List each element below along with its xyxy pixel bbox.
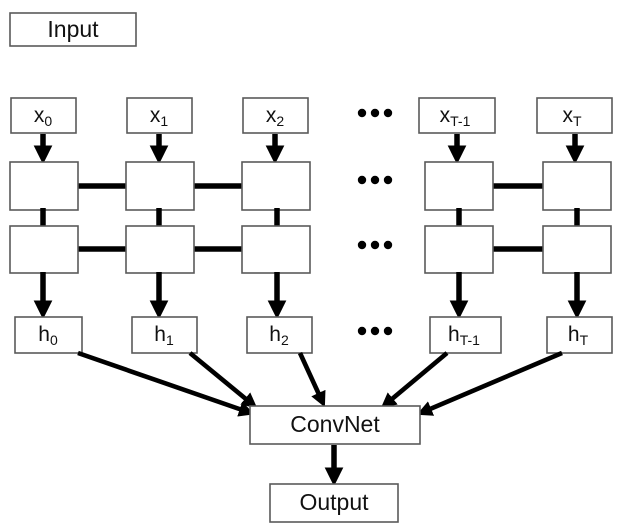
input-node-x1-rect	[126, 97, 193, 134]
ellipsis-row-rnn-layer2	[357, 240, 393, 250]
input-node-xT-1-label: xT-1	[440, 104, 471, 129]
hidden-node-hT-1-rect	[429, 316, 502, 354]
input-node-xT: xT	[536, 97, 613, 134]
input-node-xT-1: xT-1	[418, 97, 496, 134]
hidden-node-h1-label: h1	[154, 323, 174, 348]
input-title-box: Input	[9, 12, 137, 47]
output-box: Output	[269, 483, 399, 523]
output-box-rect	[269, 483, 399, 523]
rnn-cell-layer2-t0	[9, 225, 79, 274]
rnn-cell-layer1-tT	[542, 161, 612, 211]
arrow-hT-to-convnet	[416, 350, 563, 416]
hidden-node-h0-label: h0	[38, 323, 58, 348]
input-node-xT-rect	[536, 97, 613, 134]
convnet-box: ConvNet	[249, 405, 421, 445]
input-node-x2-rect	[242, 97, 309, 134]
input-node-x0-rect	[10, 97, 77, 134]
ellipsis-row-hidden	[357, 326, 393, 336]
convnet-box-rect	[249, 405, 421, 445]
input-node-x0-label: x0	[34, 104, 53, 129]
hidden-node-h2: h2	[246, 316, 313, 354]
rnn-cell-layer2-t2	[241, 225, 311, 274]
input-node-x0: x0	[10, 97, 77, 134]
input-title-box-rect	[9, 12, 137, 47]
rnn-cell-layer2-tT-1	[424, 225, 494, 274]
hidden-node-h0-rect	[14, 316, 83, 354]
hidden-node-hT-label: hT	[568, 323, 589, 348]
hidden-node-h2-label: h2	[269, 323, 289, 348]
input-node-x2-label: x2	[266, 104, 285, 129]
hidden-node-hT-1: hT-1	[429, 316, 502, 354]
input-node-x1: x1	[126, 97, 193, 134]
hidden-node-h1-rect	[131, 316, 198, 354]
hidden-node-hT-rect	[546, 316, 613, 354]
convnet-label: ConvNet	[290, 411, 380, 437]
ellipsis-row-inputs	[357, 108, 393, 118]
output-label: Output	[299, 489, 369, 515]
input-node-xT-1-rect	[418, 97, 496, 134]
rnn-cell-layer1-t2	[241, 161, 311, 211]
hidden-node-hT: hT	[546, 316, 613, 354]
hidden-node-h0: h0	[14, 316, 83, 354]
rnn-cell-layer1-t1	[125, 161, 195, 211]
arrow-h2-to-convnet	[297, 352, 326, 408]
rnn-cell-layer1-tT-1	[424, 161, 494, 211]
rnn-cell-layer1-t0	[9, 161, 79, 211]
hidden-node-h1: h1	[131, 316, 198, 354]
input-node-xT-label: xT	[562, 104, 582, 129]
rnn-cell-layer2-tT	[542, 225, 612, 274]
arrow-hT-1-to-convnet	[380, 351, 449, 409]
input-node-x1-label: x1	[150, 104, 169, 129]
ellipsis-row-rnn-layer1	[357, 175, 393, 185]
arrow-h1-to-convnet	[188, 351, 258, 409]
hidden-node-h2-rect	[246, 316, 313, 354]
input-title-label: Input	[47, 16, 99, 42]
arrow-h0-to-convnet	[77, 350, 255, 417]
rnn-cell-layer2-t1	[125, 225, 195, 274]
hidden-node-hT-1-label: hT-1	[448, 323, 480, 348]
input-node-x2: x2	[242, 97, 309, 134]
